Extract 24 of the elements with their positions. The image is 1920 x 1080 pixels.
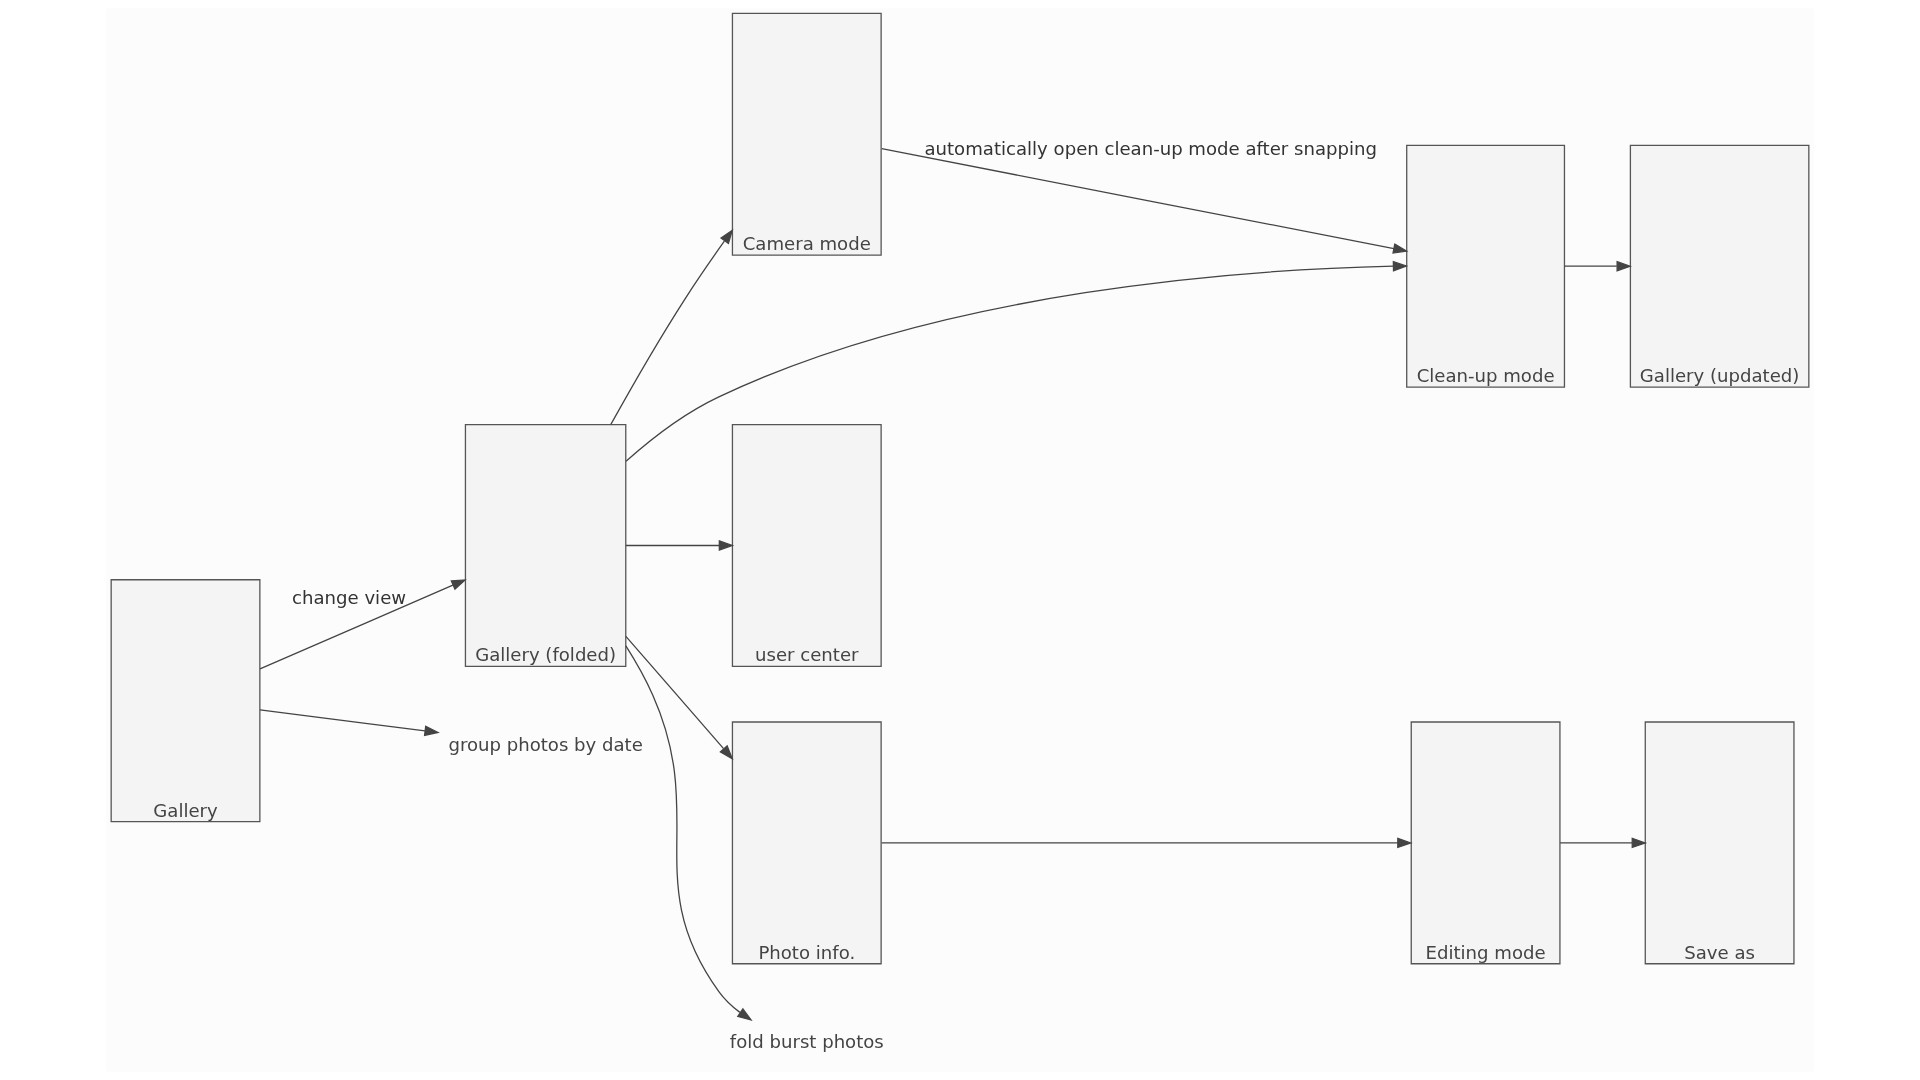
arrow bbox=[625, 260, 1409, 462]
arrow bbox=[625, 645, 753, 1022]
node-text: fold burst photos bbox=[729, 1031, 884, 1053]
node-box: Save as bbox=[1644, 721, 1795, 965]
node-box: Camera mode bbox=[731, 12, 882, 256]
arrow bbox=[881, 148, 1409, 254]
arrow bbox=[625, 635, 734, 761]
node-box: Clean-up mode bbox=[1406, 144, 1566, 388]
node-box: Gallery (updated) bbox=[1629, 144, 1810, 388]
arrow bbox=[881, 837, 1413, 849]
arrow bbox=[259, 709, 440, 737]
arrow bbox=[1559, 837, 1648, 849]
arrow bbox=[259, 579, 467, 670]
node-text: group photos by date bbox=[448, 733, 643, 755]
edge-label: automatically open clean-up mode after snapping bbox=[924, 138, 1377, 160]
edge-label: change view bbox=[292, 586, 407, 608]
node-box: Photo info. bbox=[731, 721, 882, 965]
arrow bbox=[625, 540, 735, 551]
arrow bbox=[1563, 260, 1632, 272]
node-box: Gallery (folded) bbox=[464, 423, 627, 668]
arrow bbox=[610, 228, 734, 426]
node-box: user center bbox=[731, 423, 882, 668]
node-box: Gallery bbox=[110, 579, 261, 823]
node-box: Editing mode bbox=[1410, 721, 1561, 965]
